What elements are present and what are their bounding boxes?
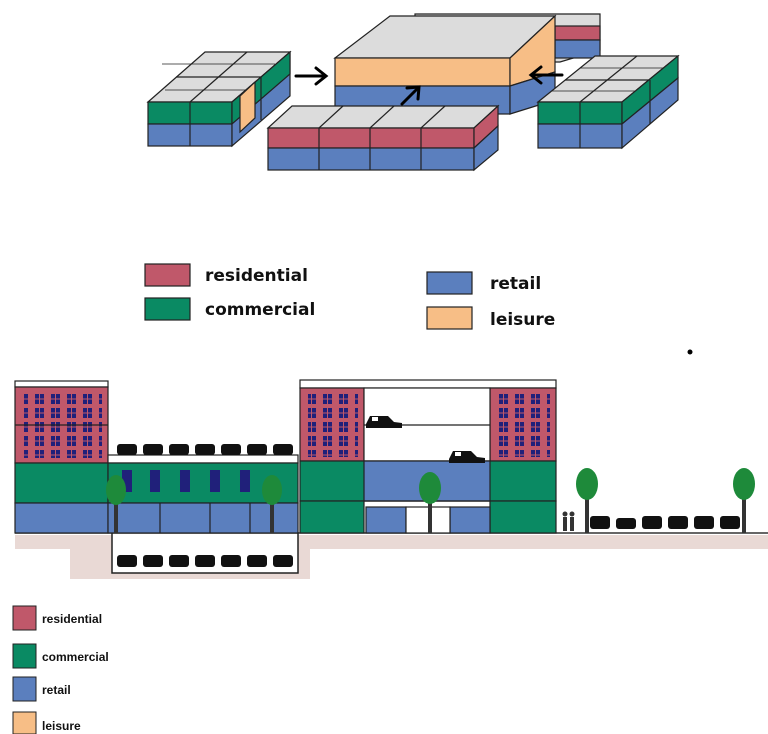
cars xyxy=(117,416,740,567)
car-icon xyxy=(366,416,402,428)
street-section xyxy=(14,379,768,579)
car-icon xyxy=(169,444,189,455)
car-icon xyxy=(143,444,163,455)
legend-bottom: residential commercial retail leisure xyxy=(12,605,109,734)
car-icon xyxy=(221,555,241,567)
pedestrian-icon xyxy=(562,511,575,531)
tree-icon xyxy=(106,475,126,533)
car-icon xyxy=(273,444,293,455)
trees xyxy=(106,468,755,533)
legend-bottom-label-retail: retail xyxy=(42,683,71,697)
legend-label-leisure: leisure xyxy=(490,310,555,330)
car-icon xyxy=(616,518,636,529)
legend-bottom-swatch-retail xyxy=(12,676,37,702)
car-icon xyxy=(143,555,163,567)
legend-swatch-leisure xyxy=(426,306,473,330)
car-icon xyxy=(449,451,485,463)
car-icon xyxy=(221,444,241,455)
car-icon xyxy=(247,555,267,567)
legend-bottom-swatch-leisure xyxy=(12,711,37,734)
left-block xyxy=(146,50,292,148)
legend-swatch-commercial xyxy=(144,297,191,321)
arrow-right-icon xyxy=(294,66,329,86)
legend-label-retail: retail xyxy=(490,274,541,294)
arrows xyxy=(294,65,564,106)
isometric-blocks xyxy=(146,13,680,172)
arrow-up-icon xyxy=(400,85,421,106)
legend-bottom-swatch-commercial xyxy=(12,643,37,669)
dot-marker xyxy=(687,349,693,355)
car-icon xyxy=(117,444,137,455)
car-icon xyxy=(273,555,293,567)
tree-icon xyxy=(576,468,598,533)
building-center xyxy=(299,379,557,534)
legend-top: residential commercial retail leisure xyxy=(144,263,555,330)
tree-icon xyxy=(733,468,755,533)
car-icon xyxy=(694,516,714,529)
legend-label-commercial: commercial xyxy=(205,300,315,320)
legend-label-residential: residential xyxy=(205,266,308,286)
arrow-left-icon xyxy=(528,65,564,85)
car-icon xyxy=(668,516,688,529)
building-left xyxy=(14,380,109,534)
legend-swatch-retail xyxy=(426,271,473,295)
car-icon xyxy=(720,516,740,529)
front-block xyxy=(266,104,500,172)
tree-icon xyxy=(419,472,441,533)
right-block xyxy=(536,54,680,150)
central-block xyxy=(333,14,557,115)
legend-bottom-label-residential: residential xyxy=(42,612,102,626)
legend-bottom-label-commercial: commercial xyxy=(42,650,109,664)
legend-bottom-label-leisure: leisure xyxy=(42,719,81,733)
tree-icon xyxy=(262,475,282,533)
legend-swatch-residential xyxy=(144,263,191,287)
legend-bottom-swatch-residential xyxy=(12,605,37,631)
car-icon xyxy=(195,555,215,567)
car-icon xyxy=(195,444,215,455)
car-icon xyxy=(117,555,137,567)
car-icon xyxy=(590,516,610,529)
car-icon xyxy=(642,516,662,529)
car-icon xyxy=(169,555,189,567)
car-icon xyxy=(247,444,267,455)
